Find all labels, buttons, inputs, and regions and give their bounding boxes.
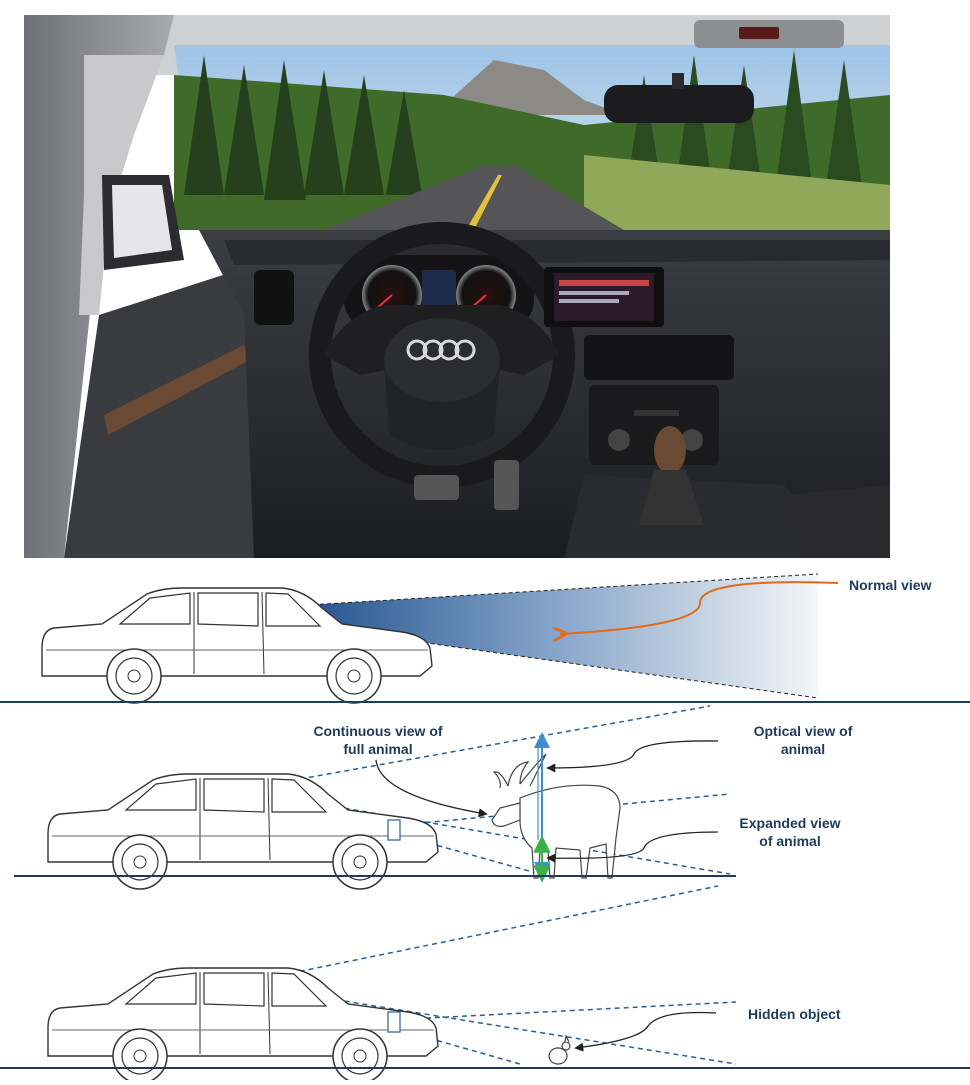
normal-view-panel <box>0 573 970 704</box>
camera-device-2 <box>387 1011 401 1033</box>
brake-pedal <box>414 475 459 500</box>
car-moose <box>47 773 439 890</box>
road <box>324 165 624 230</box>
gear-shifter <box>654 426 686 474</box>
climate-controls <box>589 385 719 465</box>
normal-view-arrow <box>560 581 839 634</box>
windshield-view <box>174 45 890 230</box>
small-animal-figure <box>548 1034 571 1065</box>
a-pillar <box>24 15 174 558</box>
expanded-view-label: Expanded view of animal <box>739 815 841 849</box>
moose-panel <box>14 705 736 890</box>
audi-rings-logo <box>406 339 476 361</box>
normal-view-label: Normal view <box>849 577 932 593</box>
accelerator-pedal <box>494 460 519 510</box>
hidden-object-panel <box>0 885 970 1084</box>
car-interior-photo <box>24 15 890 558</box>
moose-figure <box>491 753 621 879</box>
left-vent <box>254 270 294 325</box>
continuous-view-pointer <box>375 759 488 818</box>
rear-view-mirror <box>604 85 754 123</box>
hidden-object-pointer <box>574 1011 717 1052</box>
view-diagram: Normal view Continuous view of full anim… <box>0 558 970 1084</box>
center-console <box>564 475 844 558</box>
optical-view-label: Optical view of animal <box>753 723 853 757</box>
optical-view-pointer <box>546 740 719 773</box>
hidden-object-label: Hidden object <box>748 1006 841 1022</box>
expanded-view-pointer <box>546 831 719 863</box>
camera-device-1 <box>387 819 401 841</box>
steering-wheel <box>309 222 575 488</box>
continuous-view-label: Continuous view of full animal <box>313 723 443 757</box>
center-vent <box>584 335 734 380</box>
car-hidden <box>47 967 439 1084</box>
